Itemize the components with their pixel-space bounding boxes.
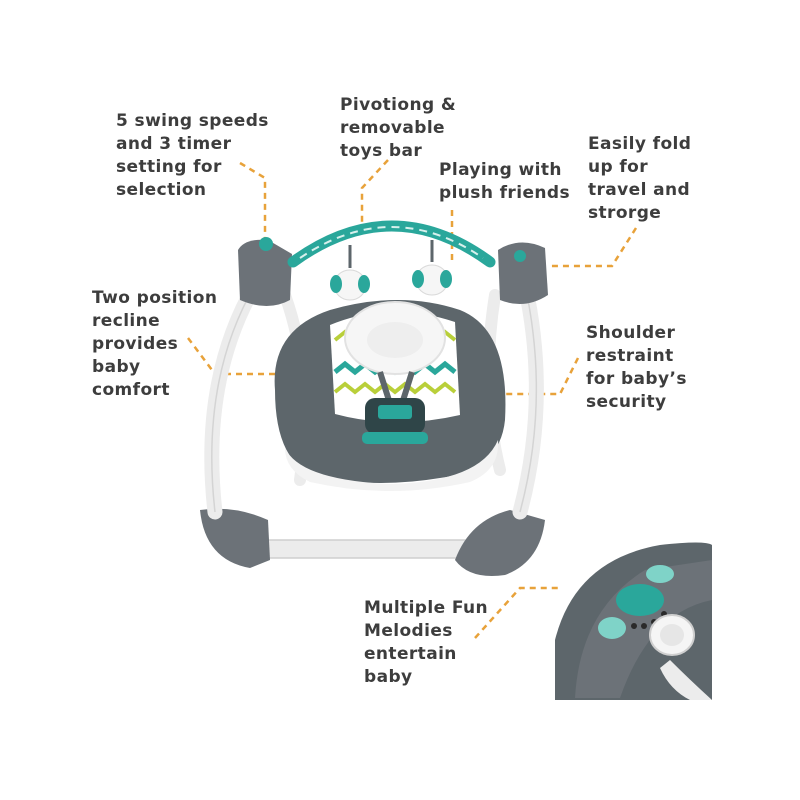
callout-fold-line-2: up for	[588, 157, 649, 177]
callout-recline-line-4: baby	[92, 357, 141, 377]
callout-melodies-line-2: Melodies	[364, 621, 453, 641]
callout-plush-friends-line-2: plush friends	[439, 183, 570, 203]
callout-shoulder-line-3: for baby’s	[586, 369, 687, 389]
callout-melodies-line-1: Multiple Fun	[364, 598, 489, 618]
callout-recline-line-3: provides	[92, 334, 179, 354]
callout-swing-speeds-line-4: selection	[116, 180, 207, 200]
callout-swing-speeds-line-1: 5 swing speeds	[116, 111, 269, 131]
leader-melodies	[474, 586, 560, 639]
callout-shoulder-restraint: Shoulder restraint for baby’s security	[586, 322, 687, 414]
callout-melodies: Multiple Fun Melodies entertain baby	[364, 597, 488, 689]
callout-toys-bar-line-1: Pivotiong &	[340, 95, 457, 115]
callout-fold-line-4: strorge	[588, 203, 662, 223]
callout-plush-friends: Playing with plush friends	[439, 159, 570, 205]
leader-toys-bar	[360, 159, 389, 232]
callout-toys-bar-line-2: removable	[340, 118, 445, 138]
baby-swing-illustration	[200, 220, 548, 576]
elephant-plush-toy-icon-2	[412, 264, 452, 296]
callout-swing-speeds: 5 swing speeds and 3 timer setting for s…	[116, 110, 269, 202]
callout-toys-bar-line-3: toys bar	[340, 141, 423, 161]
callout-fold: Easily fold up for travel and strorge	[588, 133, 691, 225]
callout-recline-line-2: recline	[92, 311, 161, 331]
callout-shoulder-line-2: restraint	[586, 346, 674, 366]
callout-toys-bar: Pivotiong & removable toys bar	[340, 94, 456, 163]
elephant-plush-toy-icon	[330, 269, 370, 301]
callout-recline-line-1: Two position	[92, 288, 218, 308]
callout-fold-line-1: Easily fold	[588, 134, 692, 154]
callout-plush-friends-line-1: Playing with	[439, 160, 562, 180]
control-panel-closeup	[555, 542, 712, 700]
callout-shoulder-line-4: security	[586, 392, 667, 412]
callout-shoulder-line-1: Shoulder	[586, 323, 676, 343]
callout-melodies-line-4: baby	[364, 667, 413, 687]
callout-melodies-line-3: entertain	[364, 644, 457, 664]
callout-recline-line-5: comfort	[92, 380, 170, 400]
callout-swing-speeds-line-2: and 3 timer	[116, 134, 232, 154]
leader-fold	[548, 227, 638, 268]
leader-swing-speeds	[239, 161, 267, 238]
callout-fold-line-3: travel and	[588, 180, 691, 200]
callout-recline: Two position recline provides baby comfo…	[92, 287, 217, 402]
callout-swing-speeds-line-3: setting for	[116, 157, 222, 177]
